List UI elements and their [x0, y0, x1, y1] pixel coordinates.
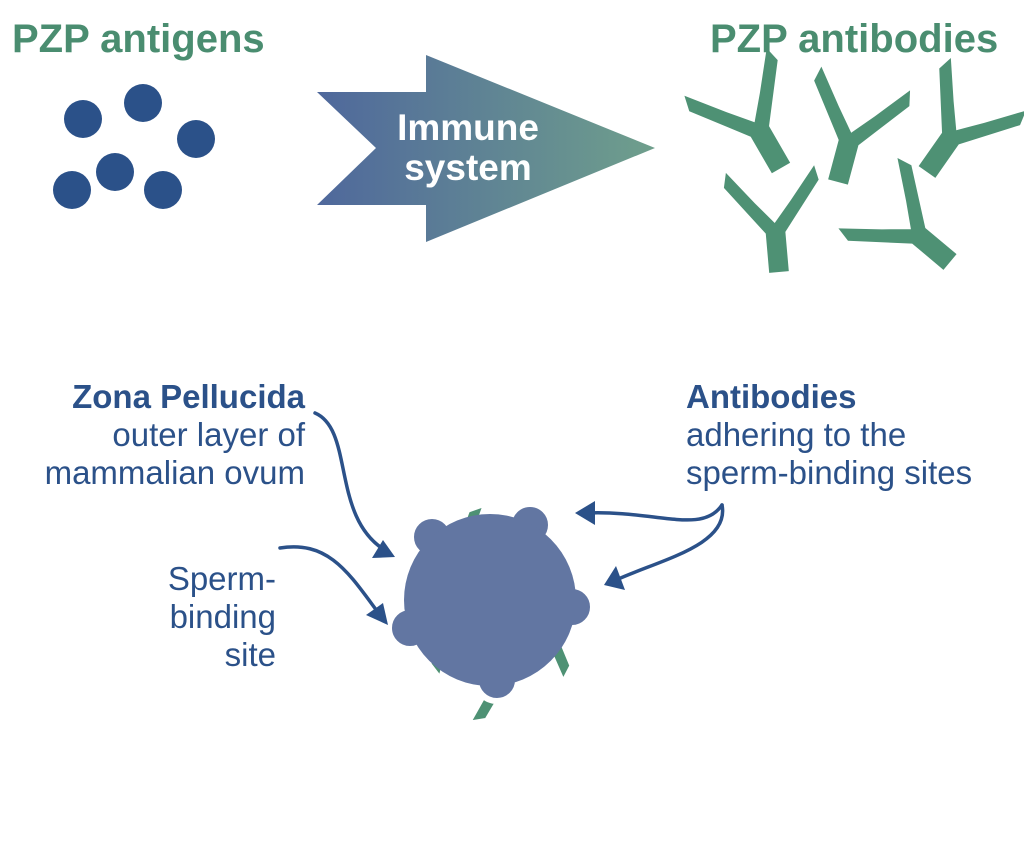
sperm-label-line3: site: [224, 636, 276, 673]
zona-desc-line1: outer layer of: [112, 416, 305, 453]
immune-system-label: Immune system: [378, 108, 558, 188]
zona-pellucida: [386, 501, 596, 704]
sperm-label-line2: binding: [169, 598, 276, 635]
zona-pellucida-label: Zona Pellucida outer layer of mammalian …: [0, 378, 305, 492]
antibodies-desc-line1: adhering to the: [686, 416, 907, 453]
zona-pointer: [313, 411, 390, 554]
antibody-shape: [722, 164, 827, 277]
antigen-dots: [53, 84, 215, 209]
antibody-pointer-lower: [614, 503, 725, 582]
immune-system-arrow: [317, 55, 655, 242]
antigen-dot: [144, 171, 182, 209]
sperm-label-line1: Sperm-: [167, 560, 276, 597]
antigen-dot: [177, 120, 215, 158]
antibodies-title: PZP antibodies: [710, 17, 999, 61]
arrowhead: [366, 603, 388, 625]
antibody-shape: [681, 46, 826, 194]
antibodies-desc-line2: sperm-binding sites: [686, 454, 973, 491]
arrowhead: [575, 501, 595, 525]
zona-title: Zona Pellucida: [72, 378, 305, 415]
ovum-core: [404, 514, 576, 686]
immune-label-line1: Immune: [397, 107, 539, 148]
sperm-binding-site-label: Sperm- binding site: [0, 560, 276, 674]
antibodies-label-title: Antibodies: [686, 378, 857, 415]
antigen-dot: [64, 100, 102, 138]
antibody-shape: [836, 155, 982, 300]
immune-label-line2: system: [404, 147, 532, 188]
antibody-pointer-upper: [584, 503, 724, 522]
antigen-dot: [124, 84, 162, 122]
antigens-title: PZP antigens: [12, 17, 265, 61]
pointer-arrowheads: [366, 501, 625, 625]
antibodies-label: Antibodies adhering to the sperm-binding…: [686, 378, 972, 492]
antigen-dot: [53, 171, 91, 209]
arrowhead: [604, 566, 625, 590]
zona-desc-line2: mammalian ovum: [44, 454, 305, 491]
free-antibodies: [681, 46, 1024, 300]
pointer-arrows: [278, 411, 725, 617]
arrowhead: [372, 540, 395, 558]
antigen-dot: [96, 153, 134, 191]
sperm-site-pointer: [278, 545, 382, 617]
ovum-group: [359, 491, 606, 729]
